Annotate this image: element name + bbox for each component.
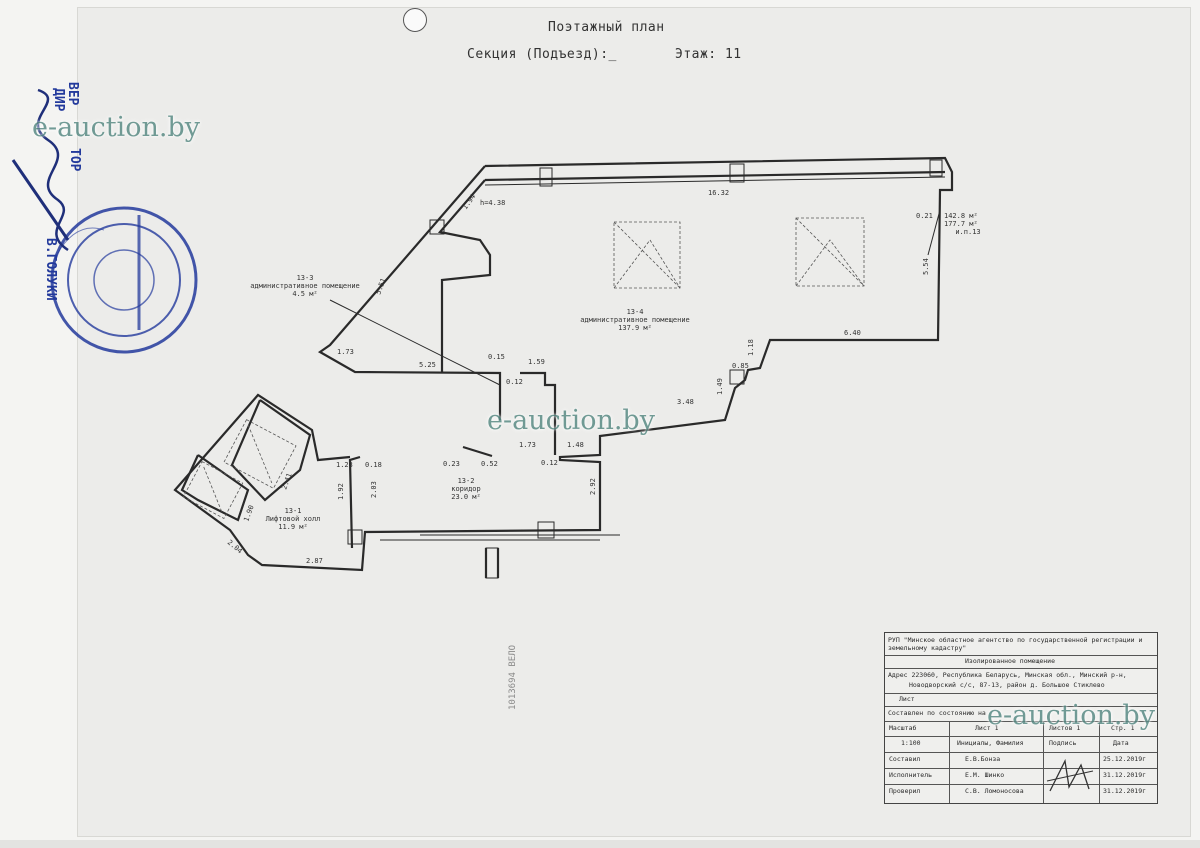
side-code: 1013694 ВЕЛО — [508, 644, 518, 710]
dim-label: 0.52 — [481, 460, 498, 468]
tb-scale-val: 1:100 — [901, 739, 921, 747]
shaft-4 — [182, 461, 244, 519]
dim-label: 0.21 — [916, 212, 933, 220]
wall-inner-slant — [437, 179, 492, 372]
stamp-vertical-2: ДИР — [51, 88, 66, 112]
scan-edge — [0, 840, 1200, 848]
wall-slant-left — [317, 165, 502, 420]
dim-label: 1.48 — [567, 441, 584, 449]
dim-label: 1.59 — [528, 358, 545, 366]
unit-summary: 142.8 м² 177.7 м² — [944, 212, 978, 228]
tb-role: Исполнитель — [889, 771, 933, 779]
signature — [11, 88, 70, 252]
dim-label: h=4.38 — [480, 199, 505, 207]
punch-hole — [403, 8, 427, 32]
wall-corridor-2 — [348, 455, 361, 549]
shaft-1 — [613, 221, 681, 289]
dim-label: 2.04 — [226, 538, 244, 555]
tb-person: Е.В.Бонза — [965, 755, 1001, 763]
room-13-3-label: 13-3 административное помещение 4.5 м² — [250, 274, 360, 298]
wall-inner-top — [484, 170, 946, 182]
tb-h-page: Стр. 1 — [1111, 724, 1135, 732]
dim-label: 0.18 — [365, 461, 382, 469]
dim-label: 2.87 — [306, 557, 323, 565]
round-seal — [50, 206, 198, 354]
dim-label: 5.25 — [419, 361, 436, 369]
watermark: e-auction.by — [487, 405, 655, 436]
dim-label: 0.85 — [732, 362, 749, 370]
dim-label: 5.54 — [922, 258, 930, 275]
tb-person: С.В. Ломоносова — [965, 787, 1024, 795]
shaft-2 — [795, 217, 865, 287]
tb-h-scale: Масштаб — [889, 724, 917, 732]
unit-summary-label: и.п.13 — [955, 228, 981, 236]
tb-h-sheets: Листов 1 — [1049, 724, 1081, 732]
tb-signature — [1046, 758, 1094, 792]
dim-label: 0.23 — [443, 460, 460, 468]
shaft-3 — [223, 419, 297, 489]
dim-label: 2.03 — [370, 481, 378, 498]
tb-org: РУП "Минское областное агентство по госу… — [888, 636, 1143, 652]
dim-label: 5.51 — [374, 277, 387, 296]
stamp-vertical-3: ТОР — [67, 148, 82, 172]
wall-outer-top — [173, 156, 954, 572]
dim-label: 2.41 — [280, 472, 293, 491]
room-13-4-label: 13-4 административное помещение 137.9 м² — [580, 308, 690, 332]
stamp-signatory: В.ГОЛУКИ — [43, 238, 58, 301]
plan-title: Поэтажный план — [548, 20, 665, 35]
dim-label: 3.48 — [677, 398, 694, 406]
dim-label: 0.12 — [541, 459, 558, 467]
tb-person: Е.М. Шинко — [965, 771, 1005, 779]
watermark: e-auction.by — [987, 700, 1155, 731]
tb-address-1: Адрес 223060, Республика Беларусь, Минск… — [888, 671, 1127, 679]
dim-label: 6.40 — [844, 329, 861, 337]
tb-object: Изолированное помещение — [965, 657, 1056, 665]
wall-corridor — [520, 371, 557, 455]
tb-col-name: Инициалы, Фамилия — [957, 739, 1024, 747]
dim-label: 2.92 — [589, 478, 597, 495]
dim-label: 16.32 — [708, 189, 729, 197]
wall-lift — [230, 399, 312, 502]
floor-label: Этаж: 11 — [675, 47, 742, 62]
stamp-vertical-1: ВЕР — [65, 82, 80, 106]
tb-address-2: Новодворский с/с, 87-13, район д. Большо… — [909, 681, 1105, 689]
room-13-1-label: 13-1 Лифтовой холл 11.9 м² — [265, 507, 321, 531]
title-block: РУП "Минское областное агентство по госу… — [884, 632, 1158, 804]
tb-sheet-row: Лист — [899, 695, 915, 703]
watermark: e-auction.by — [32, 112, 200, 143]
dim-label: 1.49 — [716, 378, 724, 395]
section-label: Секция (Подъезд):_ — [467, 47, 617, 62]
tb-col-sign: Подпись — [1049, 739, 1077, 747]
dim-label: 1.90 — [242, 504, 255, 523]
dim-label: 1.92 — [337, 483, 345, 500]
dim-label: 1.23 — [336, 461, 353, 469]
tb-role: Составил — [889, 755, 921, 763]
tb-role: Проверил — [889, 787, 921, 795]
dim-label: 1.94 — [461, 193, 477, 211]
tb-composed: Составлен по состоянию на — [888, 709, 986, 717]
tb-date: 31.12.2019г — [1103, 771, 1147, 779]
dim-label: 1.18 — [747, 339, 755, 356]
dim-label: 0.15 — [488, 353, 505, 361]
tb-date: 25.12.2019г — [1103, 755, 1147, 763]
tb-h-sheet1: Лист 1 — [975, 724, 999, 732]
dim-label: 1.73 — [519, 441, 536, 449]
room-13-2-label: 13-2 коридор 23.0 м² — [451, 477, 481, 501]
dim-label: 1.73 — [337, 348, 354, 356]
tb-col-date: Дата — [1113, 739, 1129, 747]
dim-label: 0.12 — [506, 378, 523, 386]
wall-lift-2 — [180, 454, 250, 522]
tb-date: 31.12.2019г — [1103, 787, 1147, 795]
wall-door — [462, 445, 493, 458]
